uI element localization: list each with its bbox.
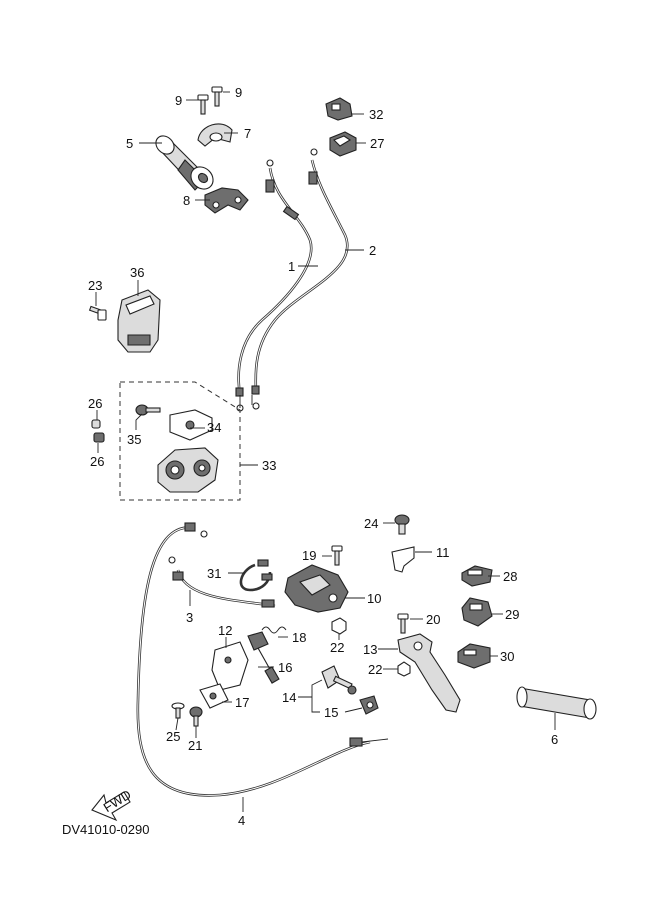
callout-29: 29 (505, 607, 519, 622)
screw-26b[interactable] (93, 432, 105, 443)
lever-holder[interactable] (284, 564, 349, 613)
callout-20: 20 (426, 612, 440, 627)
plate-17[interactable] (199, 683, 229, 709)
screw-19[interactable] (331, 545, 343, 566)
callout-7: 7 (244, 126, 251, 141)
throttle-cable-2[interactable] (251, 148, 349, 410)
bolt-23[interactable] (88, 305, 107, 321)
bolt-35[interactable] (135, 404, 161, 416)
left-grip[interactable] (516, 686, 597, 720)
nut-22b[interactable] (397, 661, 411, 677)
switch-29[interactable] (461, 597, 493, 627)
assembly-33-outline (119, 381, 241, 501)
callout-22a: 22 (330, 640, 344, 655)
callout-36: 36 (130, 265, 144, 280)
callout-28: 28 (503, 569, 517, 584)
callout-12: 12 (218, 623, 232, 638)
callout-34: 34 (207, 420, 221, 435)
callout-26a: 26 (88, 396, 102, 411)
callout-17: 17 (235, 695, 249, 710)
part-16[interactable] (247, 631, 280, 684)
callout-32: 32 (369, 107, 383, 122)
callout-30: 30 (500, 649, 514, 664)
screw-9b[interactable] (211, 86, 223, 107)
bolt-24[interactable] (394, 514, 410, 535)
callout-31: 31 (207, 566, 221, 581)
callout-8: 8 (183, 193, 190, 208)
bracket-11[interactable] (391, 546, 415, 573)
cable-3[interactable] (168, 556, 276, 608)
callout-1: 1 (288, 259, 295, 274)
caliper-body[interactable] (157, 447, 219, 493)
nut-22a[interactable] (331, 617, 347, 635)
adjuster-15[interactable] (359, 695, 379, 715)
callout-9b: 9 (235, 85, 242, 100)
switch-30[interactable] (457, 643, 491, 669)
callout-5: 5 (126, 136, 133, 151)
callout-11: 11 (436, 545, 450, 560)
throttle-grip[interactable] (152, 132, 217, 193)
callout-10: 10 (367, 591, 381, 606)
screw-9a[interactable] (197, 94, 209, 115)
callout-14: 14 (282, 690, 296, 705)
adjuster-14[interactable] (321, 665, 357, 695)
grip-holder[interactable] (204, 187, 249, 214)
callout-21: 21 (188, 738, 202, 753)
clutch-lever[interactable] (397, 633, 461, 713)
cover-36[interactable] (117, 289, 161, 353)
screw-21[interactable] (189, 706, 203, 727)
grip-cap[interactable] (197, 123, 233, 147)
switch-part-27[interactable] (329, 131, 357, 157)
callout-24: 24 (364, 516, 378, 531)
fwd-label: FWD (101, 787, 134, 815)
callout-22b: 22 (368, 662, 382, 677)
callout-6: 6 (551, 732, 558, 747)
fwd-arrow-icon: FWD (91, 787, 134, 822)
switch-part-32[interactable] (325, 97, 353, 121)
diagram-id: DV41010-0290 (62, 822, 149, 837)
throttle-cable-1[interactable] (235, 159, 313, 412)
screw-25[interactable] (171, 702, 185, 719)
screw-26a[interactable] (91, 419, 101, 429)
callout-9a: 9 (175, 93, 182, 108)
spring-18[interactable] (261, 626, 287, 634)
callout-27: 27 (370, 136, 384, 151)
callout-25: 25 (166, 729, 180, 744)
callout-33: 33 (262, 458, 276, 473)
callout-13: 13 (363, 642, 377, 657)
callout-15: 15 (324, 705, 338, 720)
callouts: 5 7 8 9 9 32 27 1 2 23 36 26 26 35 34 33… (88, 85, 558, 828)
callout-3: 3 (186, 610, 193, 625)
leader-lines (95, 91, 556, 812)
callout-23: 23 (88, 278, 102, 293)
bracket-34[interactable] (169, 409, 213, 441)
clutch-cable[interactable] (136, 522, 389, 797)
wire-31[interactable] (239, 559, 273, 592)
callout-16: 16 (278, 660, 292, 675)
switch-bracket-12[interactable] (211, 641, 249, 691)
callout-19: 19 (302, 548, 316, 563)
callout-35: 35 (127, 432, 141, 447)
switch-28[interactable] (461, 565, 493, 587)
callout-18: 18 (292, 630, 306, 645)
screw-20[interactable] (397, 613, 409, 634)
callout-2: 2 (369, 243, 376, 258)
callout-26b: 26 (90, 454, 104, 469)
callout-4: 4 (238, 813, 245, 828)
